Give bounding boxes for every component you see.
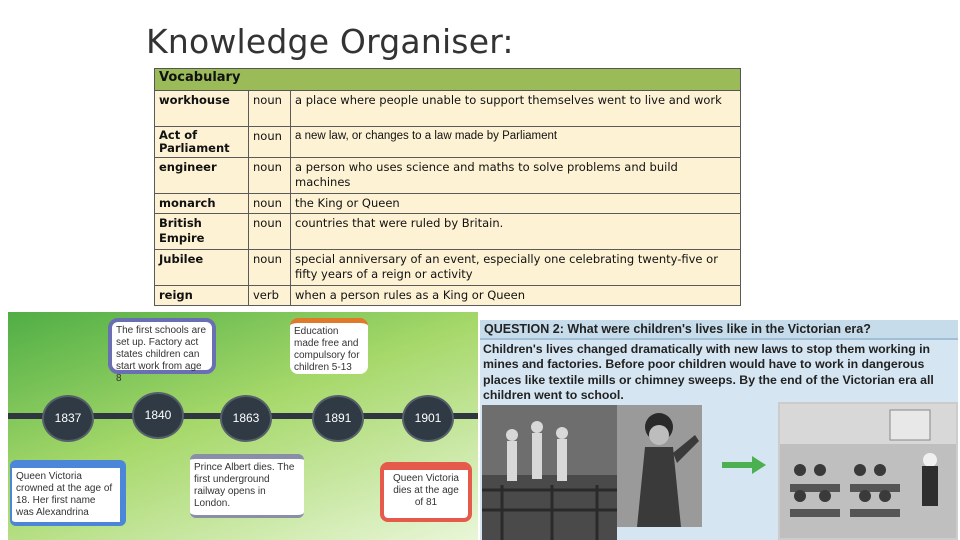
vocab-pos: noun [248, 90, 291, 127]
chimney-sweep-photo [617, 405, 702, 527]
timeline-year: 1891 [312, 395, 364, 442]
vocab-definition: when a person rules as a King or Queen [289, 285, 742, 307]
right-arrow-icon [722, 456, 766, 479]
vocabulary-heading: Vocabulary [153, 68, 742, 91]
vocab-pos: noun [248, 213, 291, 251]
vocab-word: British Empire [154, 213, 249, 251]
table-row: monarch noun the King or Queen [154, 193, 742, 215]
vocab-definition: the King or Queen [289, 193, 742, 215]
question-body: Children's lives changed dramatically wi… [483, 342, 934, 403]
table-row: Jubilee noun special anniversary of an e… [154, 249, 742, 287]
table-row: workhouse noun a place where people unab… [154, 90, 742, 127]
vocab-word: workhouse [154, 90, 249, 127]
table-row: reign verb when a person rules as a King… [154, 285, 742, 307]
vocab-word: monarch [154, 193, 249, 215]
vocab-pos: noun [248, 249, 291, 287]
timeline-year: 1837 [42, 395, 94, 442]
victorian-timeline: 1837 1840 1863 1891 1901 The first schoo… [8, 312, 478, 540]
vocab-pos: noun [248, 193, 291, 215]
vocab-pos: noun [248, 157, 291, 195]
vocab-definition: special anniversary of an event, especia… [289, 249, 742, 287]
question-heading: QUESTION 2: What were children's lives l… [480, 320, 958, 340]
vocab-word: reign [154, 285, 249, 307]
mill-children-photo [482, 405, 617, 540]
table-row: Act of Parliament noun a new law, or cha… [154, 125, 742, 159]
callout-education: Education made free and compulsory for c… [290, 318, 368, 374]
vocab-definition: a person who uses science and maths to s… [289, 157, 742, 195]
vocabulary-header-row: Vocabulary [153, 68, 742, 91]
vocab-definition: a place where people unable to support t… [289, 90, 742, 127]
vocab-pos: verb [248, 285, 291, 307]
page-title: Knowledge Organiser: [146, 22, 514, 61]
vocab-pos: noun [248, 125, 291, 159]
callout-victoria-dies: Queen Victoria dies at the age of 81 [380, 462, 472, 522]
timeline-year: 1840 [132, 392, 184, 439]
timeline-year: 1901 [402, 395, 454, 442]
vocabulary-table: Vocabulary workhouse noun a place where … [153, 68, 742, 307]
table-row: engineer noun a person who uses science … [154, 157, 742, 195]
vocab-word: Jubilee [154, 249, 249, 287]
callout-victoria-crowned: Queen Victoria crowned at the age of 18.… [10, 460, 126, 526]
vocab-definition: countries that were ruled by Britain. [289, 213, 742, 251]
table-row: British Empire noun countries that were … [154, 213, 742, 251]
callout-first-schools: The first schools are set up. Factory ac… [108, 318, 216, 384]
vocab-word: Act of Parliament [154, 125, 249, 159]
victorian-classroom-photo [778, 402, 958, 540]
vocab-definition: a new law, or changes to a law made by P… [289, 125, 742, 159]
timeline-year: 1863 [220, 395, 272, 442]
vocab-word: engineer [154, 157, 249, 195]
callout-albert-dies: Prince Albert dies. The first undergroun… [190, 454, 304, 518]
